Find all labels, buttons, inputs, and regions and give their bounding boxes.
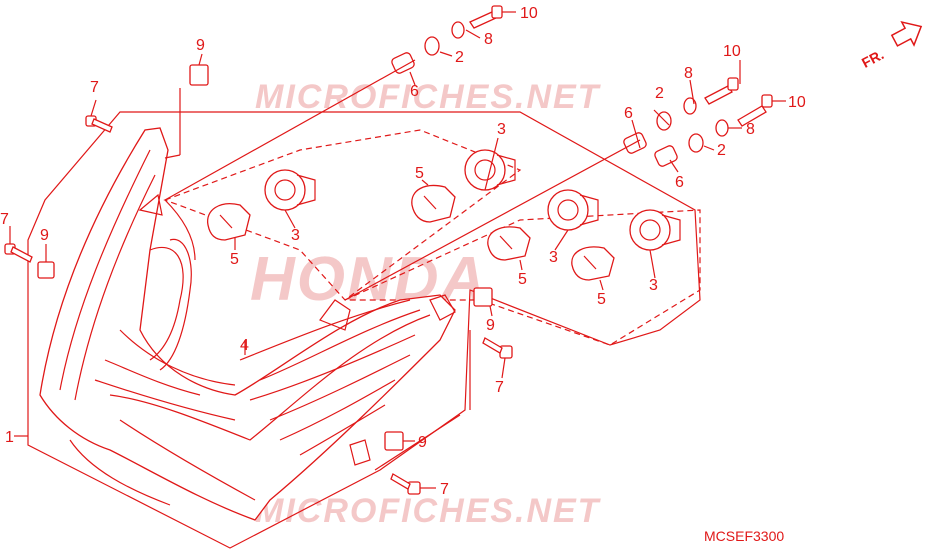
bulb-5a [207, 203, 251, 241]
leader-lines [9, 11, 786, 489]
callout-5a: 5 [230, 251, 239, 268]
callout-8c: 8 [746, 121, 755, 138]
socket-3d [629, 209, 681, 251]
socket-3b [464, 149, 516, 191]
collar-2a [424, 36, 440, 56]
bolt-10c [737, 94, 773, 127]
callout-8a: 8 [484, 31, 493, 48]
clip-9a [189, 64, 209, 86]
callout-9b: 9 [40, 227, 49, 244]
bulb-5d [571, 246, 615, 281]
callout-5b: 5 [415, 165, 424, 182]
callout-5d: 5 [597, 291, 606, 308]
callout-3d: 3 [649, 277, 658, 294]
callout-3c: 3 [549, 249, 558, 266]
screw-7a [85, 115, 113, 133]
bolt-10b [704, 77, 739, 105]
callout-6a: 6 [410, 83, 419, 100]
callout-7c: 7 [495, 379, 504, 396]
front-arrow-icon [890, 20, 923, 47]
callout-6c: 6 [675, 174, 684, 191]
washer-8c [715, 119, 729, 137]
callout-5c: 5 [518, 271, 527, 288]
callout-7b: 7 [0, 211, 9, 228]
callout-9c: 9 [486, 317, 495, 334]
headlight-housing [39, 127, 456, 521]
washer-8b [683, 97, 697, 115]
callout-2b: 2 [655, 85, 664, 102]
callout-1: 1 [5, 429, 14, 446]
callout-7d: 7 [440, 481, 449, 498]
front-marker-label: FR. [859, 46, 886, 71]
callout-10b: 10 [723, 43, 741, 60]
collar-2c [688, 133, 704, 153]
callout-10a: 10 [520, 5, 538, 22]
assembly-outline [27, 111, 701, 549]
bulb-5b [411, 184, 456, 223]
callout-2a: 2 [455, 49, 464, 66]
callout-3b: 3 [497, 121, 506, 138]
bulb-5c [487, 226, 531, 261]
callout-4: 4 [240, 337, 249, 354]
callout-10c: 10 [788, 94, 806, 111]
grommet-6c [654, 145, 678, 167]
callout-8b: 8 [684, 65, 693, 82]
callout-3a: 3 [291, 227, 300, 244]
callout-6b: 6 [624, 105, 633, 122]
screw-7c [482, 337, 513, 359]
diagram-code: MCSEF3300 [704, 528, 784, 544]
clip-9c [473, 287, 493, 307]
callout-9d: 9 [418, 434, 427, 451]
watermark-bottom: MICROFICHES.NET [255, 492, 602, 530]
socket-3c [547, 189, 599, 231]
watermark-top: MICROFICHES.NET [255, 78, 602, 116]
socket-3a [264, 169, 316, 211]
socket-group-outline [163, 129, 522, 301]
screw-7d [390, 473, 421, 495]
screw-7b [4, 243, 33, 263]
clip-9d [384, 431, 404, 451]
callout-2c: 2 [717, 142, 726, 159]
headlight-lens [119, 238, 411, 386]
watermark-middle: HONDA [250, 245, 487, 314]
callout-7a: 7 [90, 79, 99, 96]
clip-9b [37, 261, 55, 279]
callout-9a: 9 [196, 37, 205, 54]
washer-8a [451, 21, 465, 39]
grommet-6a [391, 52, 415, 74]
bolt-10a [469, 5, 503, 29]
